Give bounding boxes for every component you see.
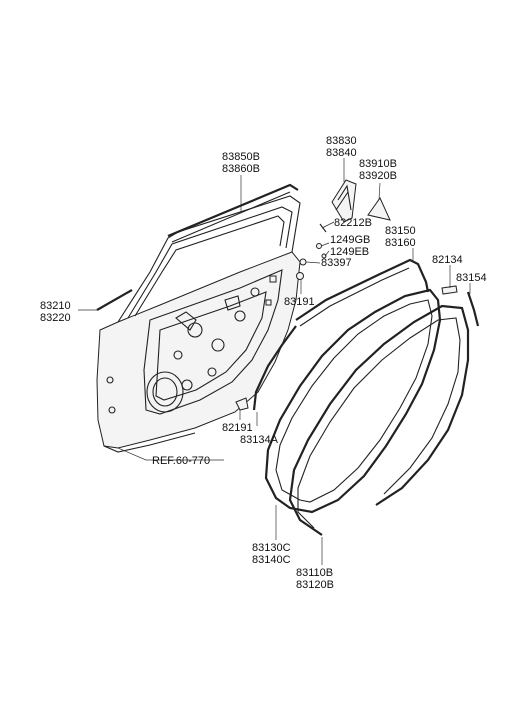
callout-83830: 83830 83840 <box>326 135 357 159</box>
callout-83191: 83191 <box>284 296 315 308</box>
svg-text:83130C: 83130C <box>252 542 291 554</box>
svg-text:83830: 83830 <box>326 135 357 147</box>
svg-text:83910B: 83910B <box>359 158 397 170</box>
body-weatherstrip <box>288 304 470 536</box>
callout-83110b: 83110B 83120B <box>296 567 334 591</box>
svg-text:83210: 83210 <box>40 300 71 312</box>
callout-83210: 83210 83220 <box>40 300 71 324</box>
front-seal-strip <box>252 325 297 411</box>
svg-text:83860B: 83860B <box>222 163 260 175</box>
svg-text:1249GB: 1249GB <box>330 234 370 246</box>
svg-text:82191: 82191 <box>222 422 253 434</box>
svg-text:1249EB: 1249EB <box>330 246 369 258</box>
svg-text:83920B: 83920B <box>359 170 397 182</box>
svg-text:83840: 83840 <box>326 147 357 159</box>
belt-strip <box>96 289 133 311</box>
callout-83910b: 83910B 83920B <box>359 158 397 182</box>
delta-cover <box>331 179 357 223</box>
callout-82212b: 82212B <box>334 217 372 229</box>
svg-text:REF.60-770: REF.60-770 <box>152 455 210 467</box>
callout-83130c: 83130C 83140C <box>252 542 291 566</box>
svg-text:83110B: 83110B <box>296 567 333 579</box>
svg-text:83850B: 83850B <box>222 151 260 163</box>
callout-83154: 83154 <box>456 272 487 284</box>
clip-82134 <box>441 285 458 295</box>
svg-text:83150: 83150 <box>385 225 416 237</box>
svg-text:83160: 83160 <box>385 237 416 249</box>
callout-83397: 83397 <box>321 257 352 269</box>
callout-1249gb: 1249GB 1249EB <box>330 234 370 258</box>
svg-text:83220: 83220 <box>40 312 71 324</box>
fasteners <box>235 223 327 411</box>
leader-lines <box>78 158 471 565</box>
svg-text:82212B: 82212B <box>334 217 372 229</box>
door-panel <box>96 195 301 453</box>
callout-83134a: 83134A <box>240 434 279 446</box>
callout-ref: REF.60-770 <box>152 455 210 467</box>
opening-weatherstrip <box>264 288 442 514</box>
svg-text:83134A: 83134A <box>240 434 279 446</box>
callout-83150: 83150 83160 <box>385 225 416 249</box>
strip-83154 <box>466 291 480 327</box>
callout-82191: 82191 <box>222 422 253 434</box>
triangle-garnish <box>367 196 391 221</box>
svg-text:83140C: 83140C <box>252 554 291 566</box>
callout-82134: 82134 <box>432 254 463 266</box>
svg-text:82134: 82134 <box>432 254 463 266</box>
window-channel-strip <box>167 183 299 243</box>
callout-83850b: 83850B 83860B <box>222 151 260 175</box>
svg-text:83191: 83191 <box>284 296 315 308</box>
door-weatherstrip-upper <box>295 258 430 327</box>
svg-text:83120B: 83120B <box>296 579 334 591</box>
svg-text:83154: 83154 <box>456 272 487 284</box>
svg-text:83397: 83397 <box>321 257 352 269</box>
